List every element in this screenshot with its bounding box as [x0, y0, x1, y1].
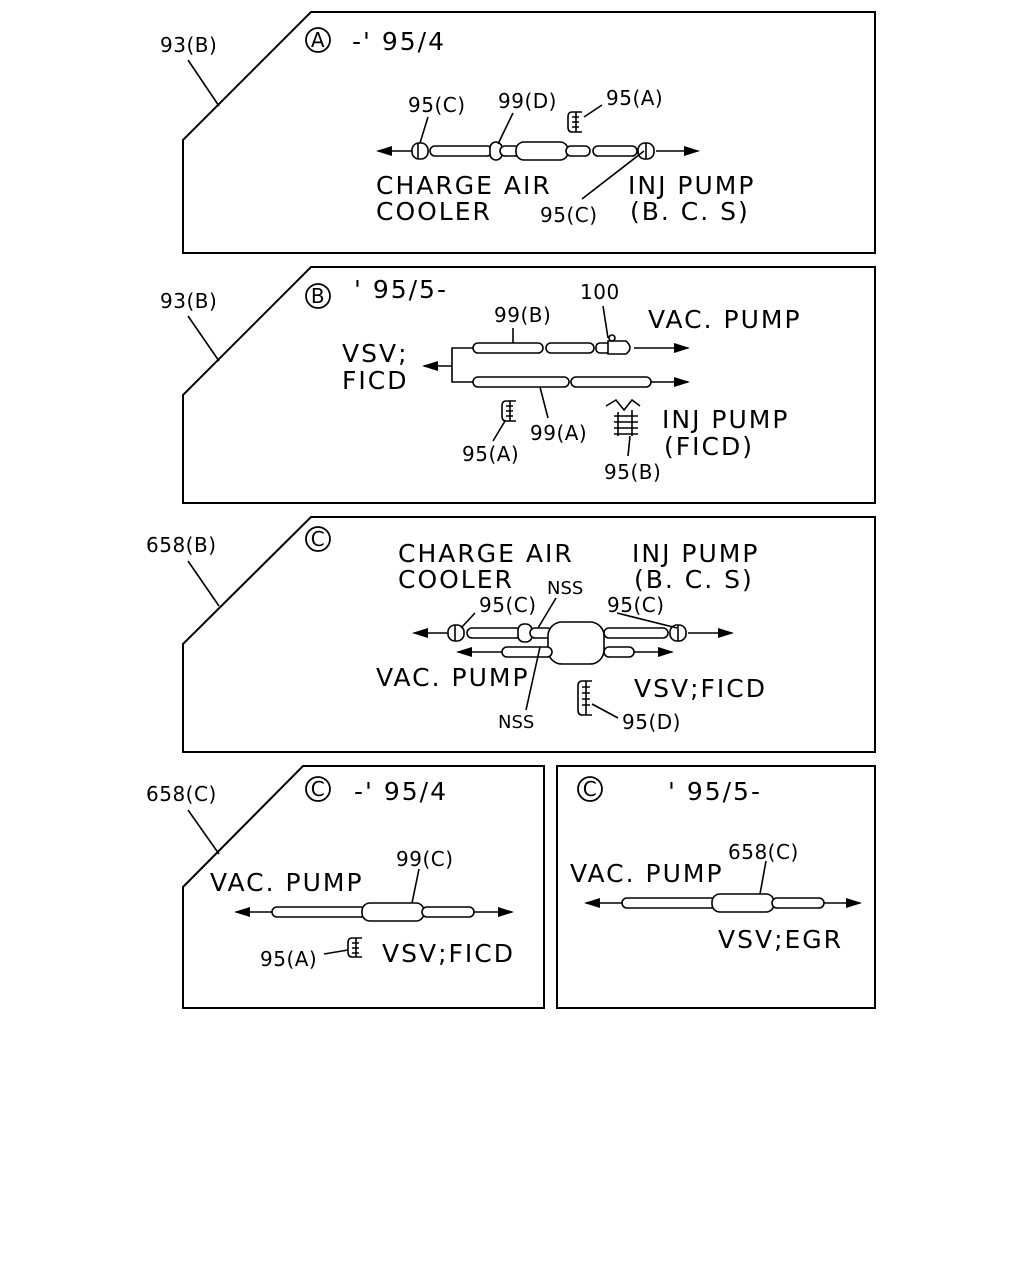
label-inj-pump: INJ PUMP	[632, 539, 759, 568]
clip-95b-icon	[605, 398, 641, 436]
panel-d-frame	[182, 765, 545, 1009]
panel-a: 93(B) A -' 95/4	[160, 11, 876, 254]
panel-b: 93(B) B ' 95/5-	[160, 266, 876, 504]
label-95a: 95(A)	[260, 947, 317, 971]
clamp-95c-left-icon	[447, 624, 465, 642]
svg-text:B: B	[311, 284, 325, 308]
svg-text:C: C	[311, 777, 325, 801]
svg-text:C: C	[583, 777, 597, 801]
panel-e-period: ' 95/5-	[668, 777, 762, 806]
valve-100-icon	[595, 334, 631, 355]
panel-c: 658(B) C	[146, 516, 876, 753]
label-bcs: (B. C. S)	[630, 197, 750, 226]
label-658c: 658(C)	[728, 840, 799, 864]
label-ficd-paren: (FICD)	[664, 432, 754, 461]
label-vsv-ficd: VSV;FICD	[382, 939, 515, 968]
panel-b-period: ' 95/5-	[354, 275, 448, 304]
label-vsv-ficd: VSV;FICD	[634, 674, 767, 703]
label-nss-bottom: NSS	[498, 712, 534, 733]
hose-99c	[361, 902, 425, 922]
panel-d-badge: C	[305, 776, 331, 802]
panel-e: C ' 95/5- VAC. PUMP 658(C) VSV;EGR	[556, 765, 876, 1009]
label-95d: 95(D)	[622, 710, 681, 734]
label-charge-air: CHARGE AIR	[376, 171, 552, 200]
label-ficd: FICD	[342, 366, 408, 395]
hose-segment	[429, 145, 493, 157]
label-vac-pump: VAC. PUMP	[210, 868, 364, 897]
panel-d-period: -' 95/4	[354, 777, 448, 806]
svg-text:A: A	[311, 28, 325, 52]
label-inj-pump: INJ PUMP	[662, 405, 789, 434]
clip-95a-icon	[501, 400, 516, 422]
panel-d: 658(C) C -' 95/4 VAC. PUMP 99(C) 95(A) V…	[146, 765, 545, 1009]
label-99c: 99(C)	[396, 847, 454, 871]
panel-e-badge: C	[577, 776, 603, 802]
label-99a: 99(A)	[530, 421, 587, 445]
label-bcs: (B. C. S)	[634, 565, 754, 594]
label-95c-right: 95(C)	[607, 593, 665, 617]
label-vac-pump: VAC. PUMP	[570, 859, 724, 888]
clip-95a-icon	[567, 111, 582, 133]
panel-d-ref: 658(C)	[146, 782, 217, 806]
clamp-95c-right-icon	[637, 142, 655, 160]
label-95a: 95(A)	[462, 442, 519, 466]
hose-658c	[711, 893, 775, 913]
clamp-95c-left-icon	[411, 142, 429, 160]
label-vac-pump: VAC. PUMP	[376, 663, 530, 692]
label-95c-left: 95(C)	[479, 593, 537, 617]
clip-95a-icon	[347, 937, 362, 958]
label-95c-left: 95(C)	[408, 93, 466, 117]
label-vsv-egr: VSV;EGR	[718, 925, 843, 954]
panel-a-ref: 93(B)	[160, 33, 217, 57]
label-inj-pump: INJ PUMP	[628, 171, 755, 200]
panel-e-frame	[556, 765, 876, 1009]
label-charge-air: CHARGE AIR	[398, 539, 574, 568]
label-cooler: COOLER	[398, 565, 514, 594]
label-99b: 99(B)	[494, 303, 551, 327]
label-95c-right: 95(C)	[540, 203, 598, 227]
label-100: 100	[580, 280, 620, 304]
clip-95d-icon	[577, 680, 592, 716]
tee-junction	[547, 621, 605, 665]
panel-a-frame	[182, 11, 876, 254]
panel-c-frame	[182, 516, 876, 753]
panel-a-badge: A	[305, 27, 331, 53]
svg-text:C: C	[311, 527, 325, 551]
panel-c-badge: C	[305, 526, 331, 552]
label-vac-pump: VAC. PUMP	[648, 305, 802, 334]
hose-99a	[472, 376, 570, 388]
label-cooler: COOLER	[376, 197, 492, 226]
hose-99d	[515, 141, 569, 161]
label-99d: 99(D)	[498, 89, 557, 113]
clamp-95c-right-icon	[669, 624, 687, 642]
panel-b-badge: B	[305, 283, 331, 309]
label-95b: 95(B)	[604, 460, 661, 484]
panel-b-ref: 93(B)	[160, 289, 217, 313]
panel-a-period: -' 95/4	[352, 27, 446, 56]
hose-99b	[472, 342, 544, 354]
panel-b-frame	[182, 266, 876, 504]
panel-c-ref: 658(B)	[146, 533, 217, 557]
label-95a: 95(A)	[606, 86, 663, 110]
label-nss-top: NSS	[547, 578, 583, 599]
label-vsv: VSV;	[342, 339, 409, 368]
